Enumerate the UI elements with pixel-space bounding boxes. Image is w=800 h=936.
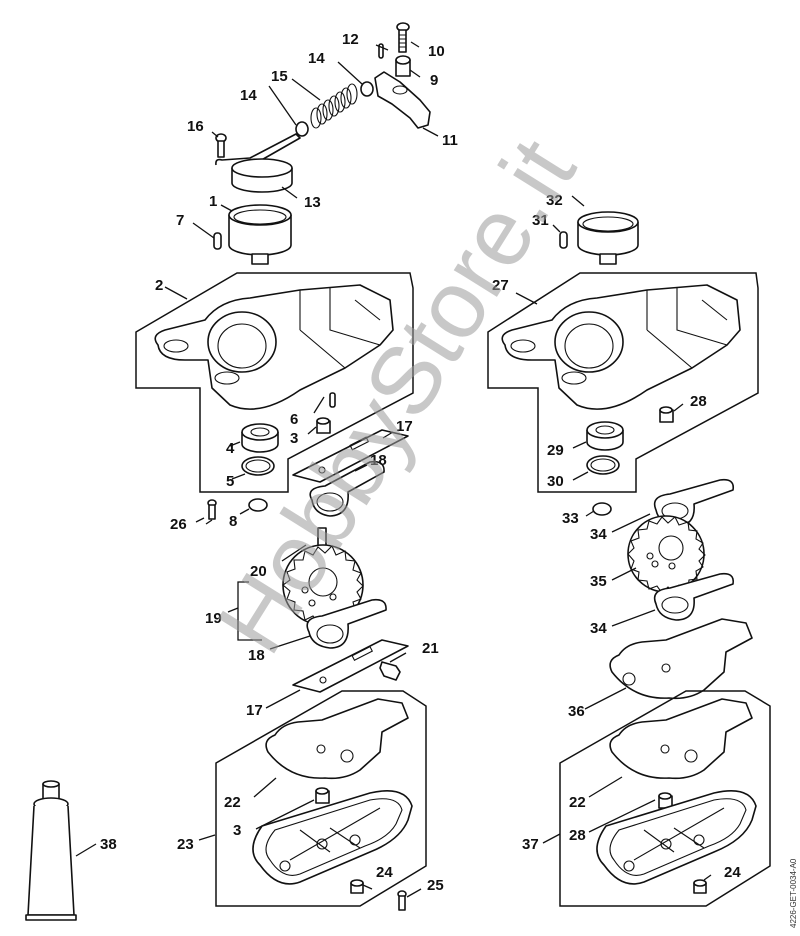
callout-22: 22: [569, 794, 586, 811]
group-outline-2: [135, 272, 414, 493]
part-22-gasket-right: [609, 698, 753, 780]
part-10-screw: [396, 22, 410, 53]
callout-25: 25: [427, 877, 444, 894]
callout-34: 34: [590, 620, 607, 637]
part-23-gear-cover: [252, 790, 413, 885]
callout-2: 2: [155, 277, 163, 294]
callout-labels: 1 2 3 4 5 6 7 8 9 10 11 12 13 14 14 15 1…: [100, 31, 741, 894]
part-18-spacer-upper: [309, 460, 385, 517]
part-34-spacer-lower: [653, 572, 735, 621]
callout-36: 36: [568, 703, 585, 720]
part-28-sleeve-upper: [659, 406, 674, 423]
part-1-drum: [228, 204, 292, 265]
callout-33: 33: [562, 510, 579, 527]
callout-17: 17: [396, 418, 413, 435]
callout-8: 8: [229, 513, 237, 530]
callout-23: 23: [177, 836, 194, 853]
reference-code: 4226-GET-0034-A0: [789, 858, 798, 928]
callout-11: 11: [442, 132, 458, 149]
callout-38: 38: [100, 836, 117, 853]
part-17-plate-upper: [292, 429, 409, 483]
part-37-gear-cover: [596, 790, 757, 885]
callout-24: 24: [376, 864, 393, 881]
part-18-spacer-lower: [306, 598, 387, 649]
part-16-screw: [215, 133, 227, 158]
part-14-washer-left: [295, 121, 309, 137]
callout-28: 28: [690, 393, 707, 410]
callout-27: 27: [492, 277, 509, 294]
callout-9: 9: [430, 72, 438, 89]
part-15-spring: [310, 83, 358, 129]
callout-15: 15: [271, 68, 288, 85]
part-13-brake-band: [215, 133, 301, 193]
callout-3: 3: [233, 822, 241, 839]
callout-14: 14: [308, 50, 325, 67]
part-17-plate-lower: [292, 639, 409, 693]
callout-7: 7: [176, 212, 184, 229]
callout-19: 19: [205, 610, 222, 627]
part-3-sleeve-lower: [315, 787, 330, 804]
part-21-clip: [379, 661, 401, 681]
callout-35: 35: [590, 573, 607, 590]
callout-34: 34: [590, 526, 607, 543]
callout-5: 5: [226, 473, 234, 490]
callout-4: 4: [226, 440, 235, 457]
part-7-pin: [213, 232, 222, 250]
part-22-gasket: [265, 698, 409, 780]
callout-21: 21: [422, 640, 439, 657]
callout-14: 14: [240, 87, 257, 104]
callout-16: 16: [187, 118, 204, 135]
part-2-gear-housing: [154, 284, 394, 410]
callout-22: 22: [224, 794, 241, 811]
part-9-sleeve: [395, 55, 411, 77]
callout-10: 10: [428, 43, 445, 60]
part-3-sleeve-upper: [316, 417, 331, 434]
part-35-gear: [627, 515, 706, 594]
part-8-ring: [248, 498, 268, 512]
part-4-ball-bearing: [241, 423, 279, 453]
group-outline-37: [559, 690, 771, 907]
callout-26: 26: [170, 516, 187, 533]
group-outline-23: [215, 690, 427, 907]
group-outline-27: [487, 272, 759, 493]
callout-37: 37: [522, 836, 539, 853]
part-26-screw: [207, 499, 217, 520]
leader-lines: [75, 41, 712, 898]
part-33-ring: [592, 502, 612, 516]
callout-6: 6: [290, 411, 298, 428]
part-36-gasket: [609, 618, 753, 700]
callout-30: 30: [547, 473, 564, 490]
part-28-sleeve-lower: [658, 792, 673, 809]
part-29-ball-bearing: [586, 421, 624, 451]
part-11-lever: [374, 71, 431, 129]
callout-24: 24: [724, 864, 741, 881]
part-24-plug-left: [350, 879, 364, 894]
callout-32: 32: [546, 192, 563, 209]
callout-20: 20: [250, 563, 267, 580]
part-27-gear-housing: [501, 284, 741, 410]
callout-13: 13: [304, 194, 321, 211]
part-31-pin: [559, 231, 568, 249]
part-38-grease-tube: [25, 780, 77, 921]
part-32-drum: [577, 211, 639, 265]
part-24-plug-right: [693, 879, 707, 894]
callout-12: 12: [342, 31, 359, 48]
part-5-circlip: [241, 456, 275, 476]
callout-3: 3: [290, 430, 298, 447]
group-bracket-19: [237, 581, 262, 641]
part-30-circlip: [586, 455, 620, 475]
part-14-washer-right: [360, 81, 374, 97]
callout-17: 17: [246, 702, 263, 719]
part-25-screw: [397, 890, 407, 911]
part-6-pin: [329, 392, 336, 408]
callout-31: 31: [532, 212, 549, 229]
callout-18: 18: [248, 647, 265, 664]
callout-18: 18: [370, 452, 387, 469]
callout-28: 28: [569, 827, 586, 844]
callout-1: 1: [209, 193, 217, 210]
callout-29: 29: [547, 442, 564, 459]
